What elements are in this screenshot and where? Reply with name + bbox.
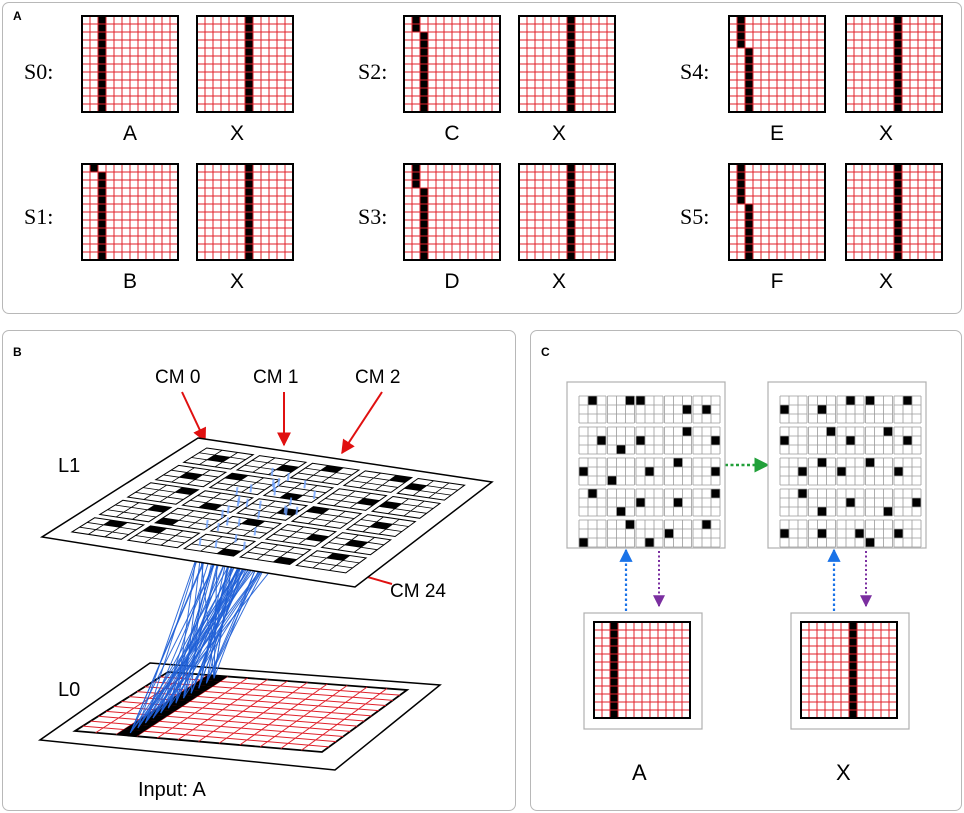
layer-l1-plate xyxy=(39,437,494,588)
input-label: Input: A xyxy=(138,779,206,801)
cm-21 xyxy=(126,525,201,549)
grid-X xyxy=(845,15,943,113)
cm-2-label: CM 2 xyxy=(355,367,400,388)
sequence-4: S4: E X xyxy=(680,15,943,145)
sequence-label: S0: xyxy=(24,59,53,84)
grid-X xyxy=(196,15,294,113)
grid-A xyxy=(81,15,179,113)
cm-0-pointer xyxy=(181,391,206,443)
cm-0 xyxy=(182,447,255,470)
grid-F xyxy=(728,163,826,261)
layer-l1-label: L1 xyxy=(58,455,80,477)
grid-D xyxy=(403,163,501,261)
grid-X xyxy=(845,163,943,261)
cm-23 xyxy=(238,541,312,566)
cm-18 xyxy=(264,523,338,547)
grid-B xyxy=(81,163,179,261)
panel-c-label: C xyxy=(541,345,550,359)
element-label: X xyxy=(879,270,893,293)
cm-24-label: CM 24 xyxy=(390,581,446,602)
sequence-label: S3: xyxy=(358,204,387,229)
sequence-2: S2: C X xyxy=(358,15,616,145)
sequence-1: S1: B X xyxy=(24,163,294,293)
input-grid-a-frame xyxy=(583,612,703,730)
grid-X xyxy=(518,15,616,113)
cm-code-a xyxy=(566,381,726,549)
sequence-label: S4: xyxy=(680,59,709,84)
cm-1 xyxy=(235,455,308,478)
element-label: A xyxy=(123,122,137,145)
grid-X xyxy=(196,163,294,261)
layer-l0-label: L0 xyxy=(58,679,80,701)
panel-a-label: A xyxy=(13,9,22,23)
cm-1-label: CM 1 xyxy=(253,367,298,388)
element-label: X xyxy=(230,270,244,293)
cm-3 xyxy=(342,470,414,493)
sequence-0: S0: A X xyxy=(24,15,294,145)
cm-19 xyxy=(320,532,392,556)
cm-24 xyxy=(295,550,368,574)
sequence-5: S5: F X xyxy=(680,163,943,293)
element-label: B xyxy=(123,270,137,293)
cm-2 xyxy=(289,462,361,486)
sequence-label: S2: xyxy=(358,59,387,84)
element-label: X xyxy=(230,122,244,145)
input-grid-x xyxy=(800,621,898,719)
cm-8 xyxy=(316,488,388,511)
element-label: F xyxy=(771,270,784,293)
cm-15 xyxy=(98,499,173,523)
panel-c-x-label: X xyxy=(836,760,851,785)
cm-9 xyxy=(370,495,442,519)
panel-c-a-label: A xyxy=(632,760,647,785)
grid-C xyxy=(403,15,501,113)
cm-2-pointer xyxy=(341,391,383,455)
element-label: X xyxy=(552,122,566,145)
cm-7 xyxy=(262,480,335,504)
sequence-label: S1: xyxy=(24,204,53,229)
input-grid-x-frame xyxy=(790,612,910,730)
sequence-label: S5: xyxy=(680,204,709,229)
element-label: D xyxy=(444,270,459,293)
cm-0-label: CM 0 xyxy=(155,367,200,388)
cm-6 xyxy=(208,472,281,496)
element-label: E xyxy=(770,122,784,145)
cm-16 xyxy=(153,507,228,531)
cm-11 xyxy=(181,490,255,513)
element-label: C xyxy=(444,122,459,145)
cm-5 xyxy=(154,464,228,488)
sequence-grid-area: S0: A X S1: B X S2: C X S3: D X S4: E X S5: F X xyxy=(24,15,943,293)
cm-code-x xyxy=(767,381,927,549)
grid-E xyxy=(728,15,826,113)
layer-diagram: CM 0 CM 1 CM 2 CM 24 L1 L0 Input: A xyxy=(37,367,494,801)
panel-b-label: B xyxy=(13,345,22,359)
input-grid-a xyxy=(593,621,691,719)
element-label: X xyxy=(552,270,566,293)
cm-13 xyxy=(290,506,363,529)
layer-l0-plate xyxy=(37,662,442,771)
connection-stubs xyxy=(198,467,316,550)
cm-20 xyxy=(70,517,146,540)
cm-10 xyxy=(126,482,200,505)
cm-sequence-diagram: A X xyxy=(566,381,927,785)
sequence-3: S3: D X xyxy=(358,163,616,293)
cm-14 xyxy=(345,514,417,538)
element-label: X xyxy=(879,122,893,145)
grid-X xyxy=(518,163,616,261)
cm-4 xyxy=(396,477,466,501)
